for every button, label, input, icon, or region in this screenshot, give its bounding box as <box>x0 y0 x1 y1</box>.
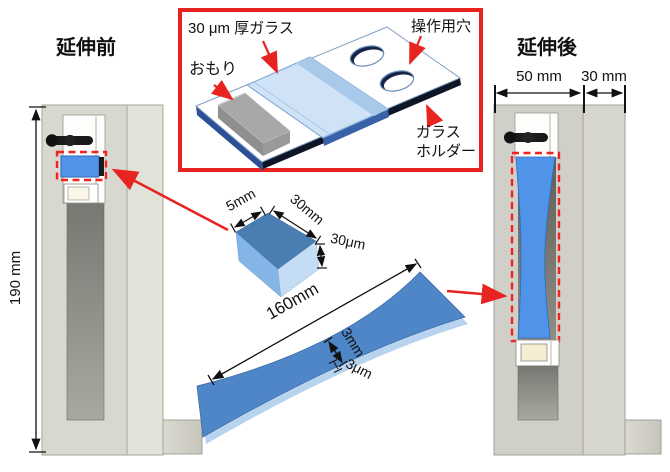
machine-after-foot <box>624 419 662 455</box>
dim-label-30um: 30μm <box>329 230 367 253</box>
operation-hole-2 <box>379 70 415 92</box>
dim-label-190mm: 190 mm <box>7 251 24 305</box>
sample-cube: 5mm 30mm 30μm <box>223 185 367 298</box>
glass-sample-before <box>60 155 100 178</box>
machine-after-side-column <box>582 104 626 456</box>
dim-label-30mm-cube: 30mm <box>287 191 327 228</box>
sample-end-clamp <box>99 157 104 176</box>
glass-strip-edge <box>323 109 389 146</box>
dim-label-50mm: 50 mm <box>516 68 562 85</box>
inset-arrows <box>210 35 444 128</box>
operation-hole-1 <box>349 45 385 67</box>
holder-box-after-inner <box>520 343 548 362</box>
glass-strip-dark-band <box>296 57 388 116</box>
pin-before <box>45 134 93 147</box>
dim-label-5mm: 5mm <box>223 185 258 214</box>
holder-left-edge <box>196 106 263 171</box>
pin-after <box>504 131 548 144</box>
highlight-dashed-box-before <box>55 150 108 182</box>
machine-before-slot <box>66 202 105 421</box>
stretched-sheet: 160mm 3mm 3μm <box>196 258 468 444</box>
label-operation-hole: 操作用穴 <box>411 18 471 35</box>
label-glass-thickness: 30 μm 厚ガラス <box>188 20 294 37</box>
machine-before-side-column <box>126 104 164 456</box>
label-glass-holder-line1: ガラス <box>416 124 461 141</box>
label-before-stretch: 延伸前 <box>55 35 116 59</box>
machine-before: 190 mm 延伸前 <box>7 35 203 456</box>
arrow-sheet-to-after-machine <box>446 283 508 305</box>
glass-sample-after <box>515 156 556 339</box>
label-glass-holder-line2: ホルダー <box>416 143 476 160</box>
arrow-cube-to-before-machine <box>111 168 229 232</box>
label-after-stretch: 延伸後 <box>516 35 578 59</box>
label-weight: おもり <box>189 60 237 78</box>
arrow-weight-label <box>210 79 234 101</box>
arrow-glass-label <box>260 40 279 75</box>
sheet-top-face <box>196 271 466 438</box>
glass-strip-inner-line <box>253 81 330 135</box>
holder-box-before-inner <box>67 186 90 201</box>
inset-box: 30 μm 厚ガラス 操作用穴 おもり ガラス ホルダー <box>178 8 483 172</box>
weight-block <box>217 92 291 156</box>
arrow-hole-label <box>408 35 426 66</box>
dimension-50mm-30mm <box>494 85 626 113</box>
machine-after-lower-slot <box>517 365 559 421</box>
dim-label-30mm: 30 mm <box>581 68 627 85</box>
machine-after: 50 mm 30 mm 延伸後 <box>493 35 662 456</box>
arrow-holder-label <box>425 103 444 128</box>
dimension-190mm <box>29 106 46 453</box>
machine-before-foot <box>162 419 203 455</box>
sheet-dimensions <box>207 258 422 386</box>
